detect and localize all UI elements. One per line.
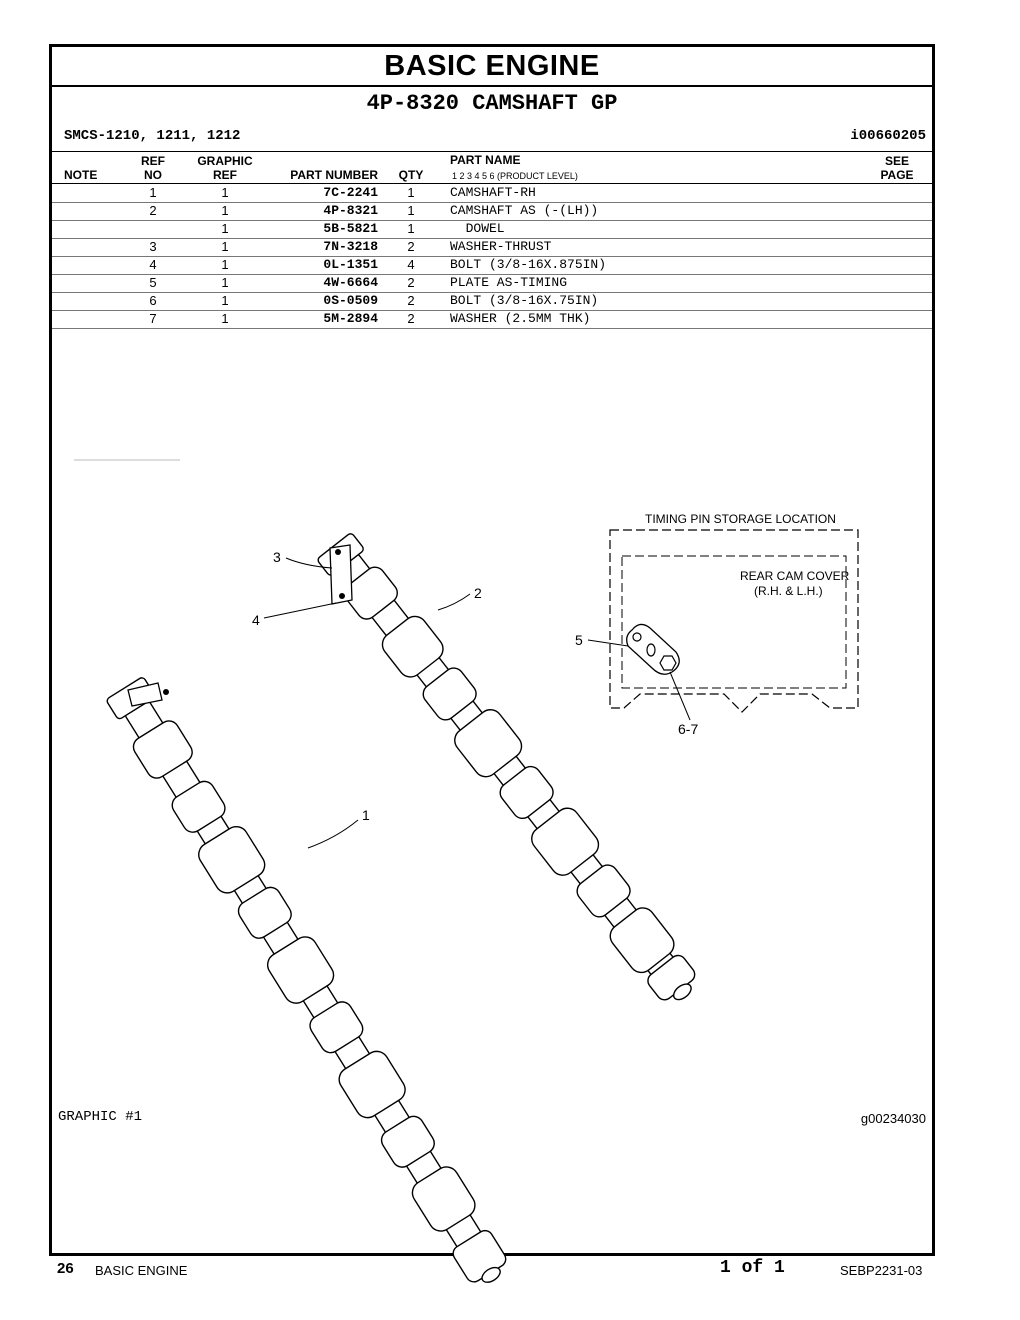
rear-cam-cover-inner — [621, 555, 847, 689]
ref-no: 5 — [149, 275, 157, 290]
table-row: 7 1 5M-2894 2 WASHER (2.5MM THK) — [52, 310, 932, 329]
part-name: DOWEL — [450, 221, 505, 236]
callout-label: 5 — [575, 632, 583, 648]
bolt-head-icon — [335, 549, 341, 555]
ref-no: 1 — [149, 185, 157, 200]
col-see-bottom: PAGE — [880, 168, 914, 182]
part-name: WASHER-THRUST — [450, 239, 552, 254]
thrust-washer-shape — [127, 682, 163, 707]
leader-line — [587, 639, 629, 647]
camshaft-rh — [106, 677, 507, 1283]
graphic-ref: 1 — [221, 239, 229, 254]
leader-line — [437, 593, 471, 611]
graphic-id: g00234030 — [860, 1111, 926, 1126]
leader-line — [307, 819, 359, 849]
product-level: 1 2 3 4 5 6 (PRODUCT LEVEL) — [452, 171, 578, 181]
graphic-ref: 1 — [221, 293, 229, 308]
part-number: 7C-2241 — [323, 185, 378, 200]
part-name: BOLT (3/8-16X.75IN) — [450, 293, 599, 308]
timing-plate — [626, 623, 680, 675]
qty: 1 — [407, 185, 415, 200]
col-ref-top: REF — [141, 154, 165, 168]
part-number: 0S-0509 — [323, 293, 378, 308]
table-row: 5 1 4W-6664 2 PLATE AS-TIMING — [52, 274, 932, 293]
camshaft-as-lh — [317, 533, 696, 1001]
part-number: 5B-5821 — [323, 221, 378, 236]
qty: 2 — [407, 293, 415, 308]
col-part-number: PART NUMBER — [290, 168, 378, 182]
qty: 2 — [407, 311, 415, 326]
part-number: 0L-1351 — [323, 257, 378, 272]
part-name: BOLT (3/8-16X.875IN) — [450, 257, 607, 272]
callout-label: 6-7 — [678, 721, 698, 737]
illustration-id: i00660205 — [850, 128, 926, 144]
qty: 2 — [407, 275, 415, 290]
col-ref-bottom: NO — [144, 168, 162, 182]
ref-no: 2 — [149, 203, 157, 218]
part-number: 4P-8321 — [323, 203, 378, 218]
part-number: 7N-3218 — [323, 239, 378, 254]
page-number: 26 — [57, 1260, 74, 1277]
part-number: 4W-6664 — [323, 275, 378, 290]
header-divider — [52, 151, 932, 152]
ref-no: 6 — [149, 293, 157, 308]
document-number: SEBP2231-03 — [840, 1263, 923, 1278]
page-frame: BASIC ENGINE 4P-8320 CAMSHAFT GP SMCS-12… — [49, 44, 935, 1256]
header-bottom-rule — [52, 183, 932, 184]
callout-label: 4 — [252, 612, 260, 628]
callout-label: 2 — [474, 585, 482, 601]
part-number: 5M-2894 — [323, 311, 378, 326]
callout-label: 1 — [362, 807, 370, 823]
table-row: 1 1 7C-2241 1 CAMSHAFT-RH — [52, 184, 932, 203]
leader-line — [263, 602, 337, 619]
cover-label: (R.H. & L.H.) — [754, 584, 823, 598]
col-part-name: PART NAME — [450, 153, 521, 167]
col-graphic-bottom: REF — [213, 168, 237, 182]
cover-label: REAR CAM COVER — [740, 569, 850, 583]
graphic-ref: 1 — [221, 311, 229, 326]
graphic-ref: 1 — [221, 275, 229, 290]
table-row: 4 1 0L-1351 4 BOLT (3/8-16X.875IN) — [52, 256, 932, 275]
ref-no: 3 — [149, 239, 157, 254]
rear-cam-cover-outline — [609, 529, 859, 713]
leader-line — [285, 557, 333, 569]
col-note: NOTE — [64, 168, 98, 182]
page-count: 1 of 1 — [720, 1258, 785, 1278]
smcs-codes: SMCS-1210, 1211, 1212 — [64, 128, 241, 144]
qty: 2 — [407, 239, 415, 254]
table-row: 1 5B-5821 1 DOWEL — [52, 220, 932, 239]
title-bar: BASIC ENGINE — [52, 47, 932, 87]
graphic-ref: 1 — [221, 221, 229, 236]
table-row: 2 1 4P-8321 1 CAMSHAFT AS (-(LH)) — [52, 202, 932, 221]
col-see-top: SEE — [884, 154, 909, 168]
qty: 4 — [407, 257, 415, 272]
graphic-ref: 1 — [221, 203, 229, 218]
thrust-washer-shape — [329, 544, 353, 605]
part-name: CAMSHAFT-RH — [450, 185, 536, 200]
part-name: PLATE AS-TIMING — [450, 275, 568, 290]
table-row: 6 1 0S-0509 2 BOLT (3/8-16X.75IN) — [52, 292, 932, 311]
callout-label: 3 — [273, 549, 281, 565]
ref-no: 4 — [149, 257, 157, 272]
col-qty: QTY — [398, 168, 424, 182]
part-name: CAMSHAFT AS (-(LH)) — [450, 203, 599, 218]
timing-title: TIMING PIN STORAGE LOCATION — [645, 512, 836, 526]
group-title: 4P-8320 CAMSHAFT GP — [366, 91, 618, 116]
graphic-label: GRAPHIC #1 — [58, 1109, 143, 1125]
bolt-head-icon — [163, 689, 169, 695]
graphic-ref: 1 — [221, 185, 229, 200]
bolt-head-icon — [339, 593, 345, 599]
table-row: 3 1 7N-3218 2 WASHER-THRUST — [52, 238, 932, 257]
graphic-ref: 1 — [221, 257, 229, 272]
leader-line — [669, 671, 691, 721]
ref-no: 7 — [149, 311, 157, 326]
qty: 1 — [407, 221, 415, 236]
footer-section: BASIC ENGINE — [95, 1263, 188, 1278]
col-graphic-top: GRAPHIC — [197, 154, 253, 168]
part-name: WASHER (2.5MM THK) — [450, 311, 591, 326]
page-title: BASIC ENGINE — [384, 50, 600, 82]
qty: 1 — [407, 203, 415, 218]
